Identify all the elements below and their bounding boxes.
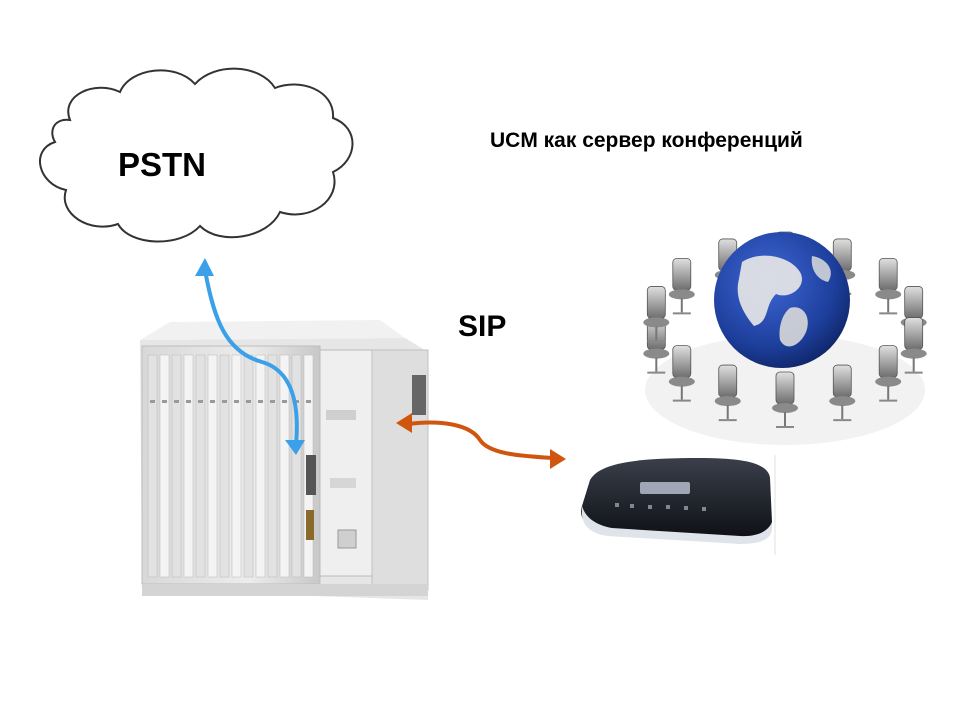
sip-label: SIP: [458, 310, 506, 344]
pstn-label: PSTN: [118, 146, 206, 184]
conference-globe-icon: [643, 232, 926, 445]
diagram-title: UCM как сервер конференций: [490, 129, 803, 153]
pbx-chassis-icon: [140, 320, 428, 600]
ucm-device-icon: [581, 455, 775, 555]
